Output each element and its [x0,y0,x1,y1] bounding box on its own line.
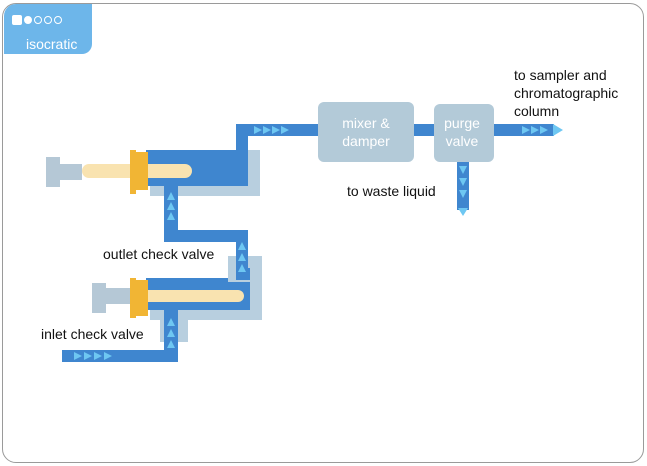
arrow-up [238,264,246,272]
step-dot-1[interactable] [24,16,32,24]
arrow-down [459,190,467,198]
pump2-rod-cap [92,283,106,313]
mixer-label-line1: mixer & [342,115,390,131]
step-dot-2[interactable] [34,16,42,24]
sampler-label-line2: chromatographic [514,85,619,101]
purge-valve-box [434,104,494,162]
arrow-right [531,126,539,134]
arrow-right [74,352,82,360]
flow-arrows [74,124,563,360]
mode-tab-label: isocratic [26,36,78,52]
sampler-label-line3: column [514,103,560,119]
arrow-up [167,340,175,348]
arrow-right [104,352,112,360]
arrow-head-waste [458,208,468,216]
pipe-outlet-joint [244,268,250,280]
pump1-rod-base [58,164,82,180]
arrow-right [281,126,289,134]
arrow-up [167,329,175,337]
mixer-label-line2: damper [342,133,390,149]
arrow-right [522,126,530,134]
purge-label-line1: purge [444,115,480,131]
pipe-inlet [62,350,178,362]
arrow-right [254,126,262,134]
pump2-seal-flange [130,278,136,318]
arrow-up [167,212,175,220]
pipe-cross [164,230,248,242]
arrow-right [540,126,548,134]
step-dot-3[interactable] [44,16,52,24]
arrow-down [459,166,467,174]
purge-label-line2: valve [446,133,479,149]
inlet-check-valve-label: inlet check valve [41,326,144,342]
waste-label: to waste liquid [347,183,436,199]
arrow-up [238,242,246,250]
arrow-right [263,126,271,134]
arrow-right [272,126,280,134]
pump2-rod-base [104,288,130,304]
pipe-mixer-to-purge [412,124,436,136]
pump1-rod-cap [46,157,60,187]
arrow-up [167,202,175,210]
outlet-check-valve-label: outlet check valve [103,246,215,262]
arrow-up [238,253,246,261]
mode-tab[interactable]: isocratic [4,4,92,54]
arrow-down [459,178,467,186]
arrow-up [167,192,175,200]
arrow-right [84,352,92,360]
panel-frame [2,3,644,463]
sampler-label-line1: to sampler and [514,67,607,83]
arrow-up [167,318,175,326]
arrow-right [94,352,102,360]
mixer-damper-box [318,102,414,162]
step-dot-4[interactable] [54,16,62,24]
pump2-plunger [130,290,244,302]
pump1-seal-flange [130,150,136,194]
step-dot-active[interactable] [12,15,22,25]
arrow-head-column [553,124,563,136]
